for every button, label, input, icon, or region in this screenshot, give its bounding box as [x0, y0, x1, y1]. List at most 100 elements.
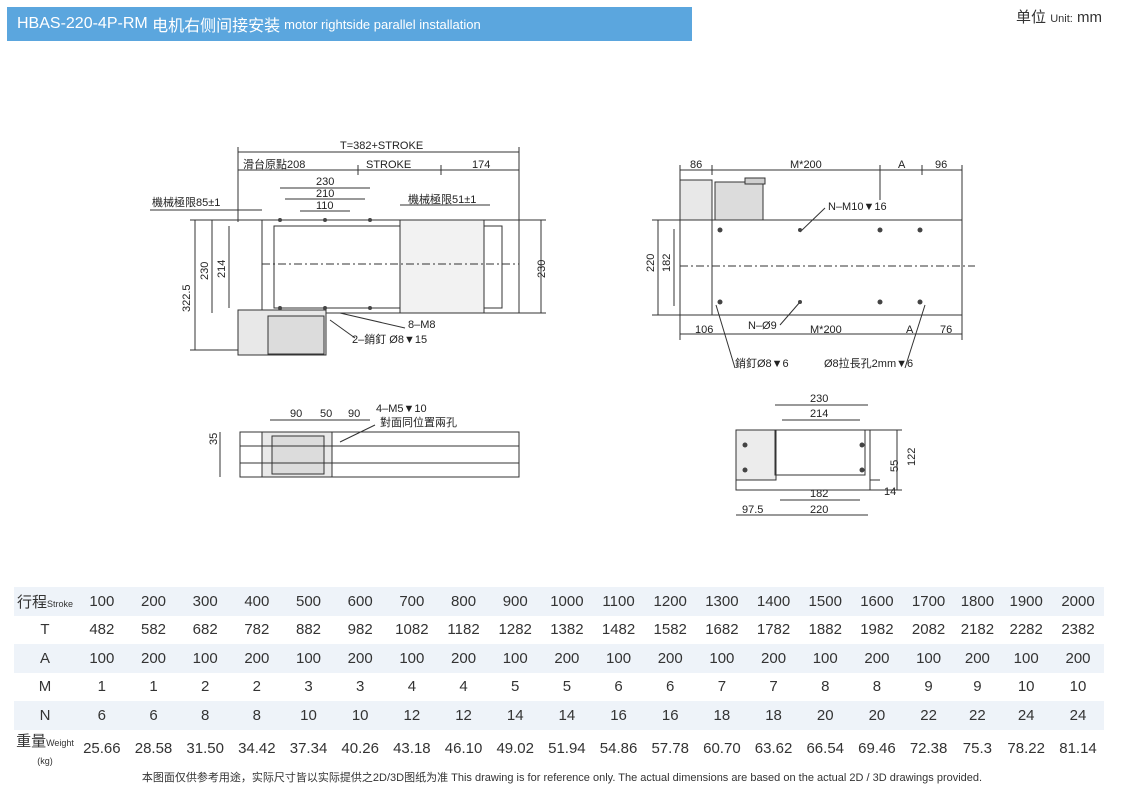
table-cell: 1882	[808, 621, 842, 639]
limit-left: 機械極限85±1	[152, 195, 220, 209]
table-cell: 2000	[1052, 587, 1104, 616]
table-cell: 16	[644, 701, 697, 730]
table-cell: 200	[747, 644, 800, 673]
row-header: 行程Stroke	[14, 587, 76, 616]
dim-end-230: 230	[810, 393, 828, 405]
table-cell: 100	[282, 644, 335, 673]
note-n9: N–Ø9	[748, 320, 777, 332]
limit-right: 機械極限51±1	[408, 192, 476, 206]
dim-h214: 214	[216, 260, 228, 278]
table-cell: 10	[334, 701, 387, 730]
title-cn: 电机右侧间接安装	[152, 18, 281, 35]
table-cell: 900	[489, 587, 542, 616]
table-cell: 51.94	[548, 740, 586, 757]
dim-end-214: 214	[810, 408, 828, 420]
table-cell: 400	[231, 587, 283, 616]
table-cell: 200	[231, 644, 283, 673]
dim-m200b: M*200	[810, 324, 842, 336]
table-cell: 20	[799, 701, 852, 730]
table-cell: 40.26	[341, 740, 379, 757]
table-cell: 600	[334, 587, 387, 616]
row-header: A	[14, 644, 76, 673]
footnote: 本图面仅供参考用途，实际尺寸皆以实际提供之2D/3D图纸为准 This draw…	[141, 772, 983, 784]
table-cell: 2082	[911, 621, 946, 639]
table-cell: 46.10	[444, 740, 483, 757]
table-cell: 43.18	[393, 740, 431, 757]
model-name: HBAS-220-4P-RM	[17, 15, 148, 32]
table-cell: 1400	[747, 587, 800, 616]
table-cell: 100	[799, 644, 852, 673]
dim-86: 86	[690, 159, 702, 171]
row-header: 重量Weight (kg)	[16, 732, 74, 766]
table-cell: 14	[489, 701, 542, 730]
table-cell: 3	[356, 678, 365, 696]
table-cell: 1982	[860, 621, 894, 639]
table-cell: 482	[89, 621, 115, 639]
table-cell: 20	[851, 701, 903, 730]
table-cell: 6	[127, 701, 180, 730]
table-cell: 2182	[960, 621, 995, 639]
dim-end-55: 55	[889, 460, 901, 472]
dim-322: 322.5	[181, 284, 193, 312]
dim-end-122: 122	[906, 448, 918, 466]
table-cell: 81.14	[1059, 740, 1097, 757]
table-cell: 24	[1000, 701, 1053, 730]
table-cell: 2282	[1009, 621, 1043, 639]
table-cell: 8	[872, 678, 882, 696]
table-cell: 700	[386, 587, 438, 616]
table-cell: 1682	[705, 621, 739, 639]
dim-h220: 220	[645, 254, 657, 272]
table-cell: 25.66	[83, 740, 121, 757]
table-cell: 9	[973, 678, 982, 696]
dim-stroke: STROKE	[366, 159, 411, 171]
dim-end-97: 97.5	[742, 504, 763, 516]
table-cell: 1100	[592, 587, 645, 616]
table-cell: 1500	[799, 587, 852, 616]
note-pin-bottom: 銷釘Ø8▼6	[735, 356, 789, 370]
dim-total: T=382+STROKE	[340, 140, 423, 152]
table-cell: 1600	[851, 587, 903, 616]
table-cell: 69.46	[858, 740, 896, 757]
note-m8: 8–M8	[408, 319, 436, 331]
note-m5: 4–M5▼10	[376, 403, 427, 415]
table-cell: 78.22	[1007, 740, 1045, 757]
table-cell: 1382	[550, 621, 584, 639]
dim-origin: 滑台原點208	[243, 157, 305, 171]
table-cell: 300	[179, 587, 232, 616]
row-header: M	[38, 678, 52, 696]
table-cell: 9	[924, 678, 933, 696]
title-banner: HBAS-220-4P-RM 电机右侧间接安装 motor rightside …	[7, 7, 692, 41]
table-cell: 1700	[902, 587, 955, 616]
table-cell: 12	[437, 701, 490, 730]
table-cell: 100	[179, 644, 232, 673]
table-cell: 28.58	[134, 740, 173, 757]
table-cell: 66.54	[806, 740, 845, 757]
table-cell: 100	[489, 644, 542, 673]
dim-76: 76	[940, 324, 952, 336]
table-cell: 10	[282, 701, 335, 730]
table-cell: 100	[592, 644, 645, 673]
table-cell: 200	[644, 644, 697, 673]
unit-label: 单位 Unit: mm	[1016, 9, 1102, 26]
table-cell: 6	[666, 678, 675, 696]
dim-174: 174	[472, 159, 490, 171]
table-cell: 7	[717, 678, 727, 696]
table-cell: 1800	[954, 587, 1001, 616]
table-cell: 1200	[644, 587, 697, 616]
table-cell: 72.38	[909, 740, 948, 757]
table-cell: 75.3	[962, 740, 992, 757]
dim-a: A	[898, 159, 906, 171]
table-cell: 7	[769, 678, 778, 696]
row-header: T	[40, 621, 50, 639]
table-cell: 8	[179, 701, 232, 730]
dim-h230: 230	[199, 262, 211, 280]
table-cell: 18	[696, 701, 748, 730]
table-cell: 1482	[601, 621, 636, 639]
table-cell: 10	[1017, 678, 1035, 696]
table-cell: 5	[511, 678, 520, 696]
